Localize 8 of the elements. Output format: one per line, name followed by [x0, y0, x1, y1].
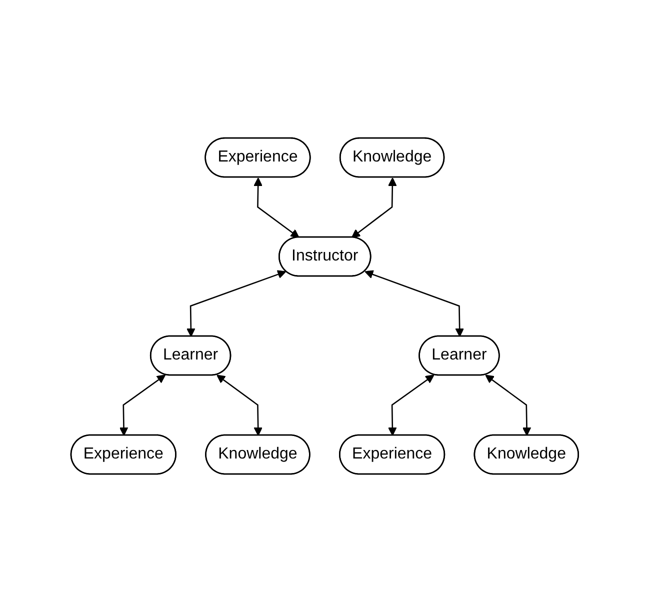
arrow: [485, 374, 531, 436]
arrow: [388, 374, 434, 436]
arrow: [119, 374, 166, 436]
arrow: [186, 270, 286, 336]
arrow: [254, 177, 300, 238]
arrow: [351, 177, 397, 238]
arrow: [216, 374, 262, 436]
arrow: [364, 270, 464, 336]
